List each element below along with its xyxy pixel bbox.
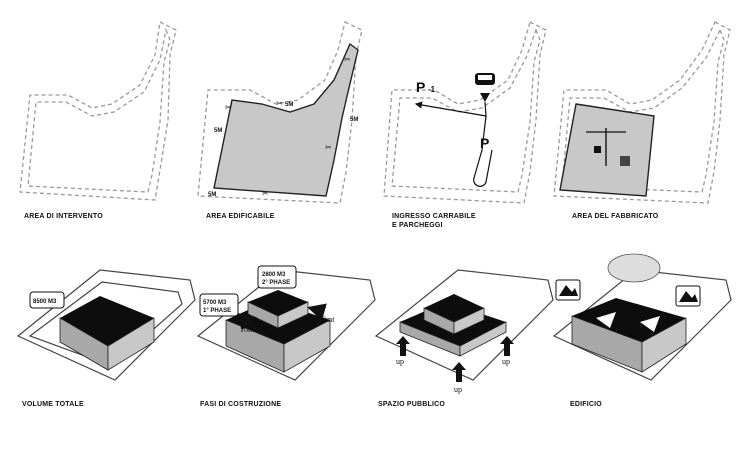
scissors-icon: ✂ [262,189,269,198]
site-outline-isometric [552,269,732,381]
caption-area-fabbricato: AREA DEL FABBRICATO [572,213,659,220]
building-side-right [641,317,687,373]
site-boundary-outer [383,21,547,204]
buildable-area [213,42,359,197]
setback-arrow-icon [307,303,327,321]
phase2-callout [257,265,297,289]
site-boundary-inner [561,28,725,193]
scissors-icon: ✂ [325,143,332,152]
caption-spazio-pubblico: SPAZIO PUBBLICO [378,401,445,408]
phase1-label: 1° PHASE [203,308,231,314]
phase2-block-top [248,290,308,316]
phase1-block-right [283,319,331,373]
caption-fasi-costruzione: FASI DI COSTRUZIONE [200,401,281,408]
up-arrow-icon [452,362,466,382]
caption-area-edificabile: AREA EDIFICABILE [206,213,275,220]
caption-parcheggi: E PARCHEGGI [392,222,443,229]
volume-callout [29,291,65,309]
caption-volume-totale: VOLUME TOTALE [22,401,84,408]
up-arrow-icon [500,336,514,356]
panel-edificio: EDIFICIO [552,253,732,408]
up-label: up [454,385,462,394]
distance-label: 10mt [240,325,257,334]
building-top [572,298,686,342]
block-side-right [107,317,155,371]
parking-underground-level: -1 [428,85,436,94]
cloud-icon [607,253,661,283]
entry-arrow-icon [480,93,490,102]
site-outline-isometric [16,269,196,381]
public-upper-right [453,307,485,335]
parking-label: P [480,135,489,151]
route-to-parking [473,115,493,187]
mountain-icon [559,285,578,296]
volume-label: 8500 M3 [33,299,57,305]
setback-label: 5M [285,102,293,108]
up-label: up [396,357,404,366]
caption-edificio: EDIFICIO [570,401,602,408]
block-top [60,296,154,346]
panel-fasi-costruzione: 2800 M3 2° PHASE 5700 M3 1° PHASE 10mt 1… [196,265,376,408]
phase2-volume: 2800 M3 [262,272,286,278]
mountain-icon [679,291,698,302]
site-boundary-inner [27,27,171,193]
site-boundary-inner [391,28,541,193]
building-footprint [559,103,655,197]
material-stack-icon [620,156,630,166]
panel-area-edificabile: 5M 5M 5M 5M ✂ ✂ ✂ ✂ ✂ AREA EDIFICABILE [197,21,363,220]
scissors-icon: ✂ [225,103,232,112]
caption-ingresso: INGRESSO CARRABILE [392,213,476,220]
parking-underground-label: P [416,79,425,95]
site-boundary-outer [19,21,177,201]
panel-volume-totale: 8500 M3 VOLUME TOTALE [16,269,196,408]
panel-ingresso-carrabile: P -1 P INGRESSO CARRABILE E PARCHEGGI [383,21,547,229]
up-label: up [502,357,510,366]
scissors-icon: ✂ [344,55,351,64]
setback-arrow-icon [237,312,257,331]
car-window [478,75,492,80]
phase2-label: 2° PHASE [262,280,290,286]
phase1-volume: 5700 M3 [203,300,227,306]
panel-area-intervento: AREA DI INTERVENTO [19,21,177,220]
roof-terrace [640,316,660,332]
setback-label: 5M [350,117,358,123]
roof-terrace [596,312,616,328]
site-boundary-outer [553,21,731,204]
setback-label: 5M [208,192,216,198]
site-boundary-outer [197,21,363,204]
public-block-right [459,321,507,357]
scissors-icon: ✂ [276,99,283,108]
phase1-callout [199,293,239,317]
panel-spazio-pubblico: up up up SPAZIO PUBBLICO [374,269,554,408]
up-arrow-icon [396,336,410,356]
panel-area-fabbricato: AREA DEL FABBRICATO [553,21,731,220]
setback-label: 5M [214,128,222,134]
crane-load-icon [594,146,601,153]
caption-area-intervento: AREA DI INTERVENTO [24,213,103,220]
distance-label: 10mt [318,315,335,324]
